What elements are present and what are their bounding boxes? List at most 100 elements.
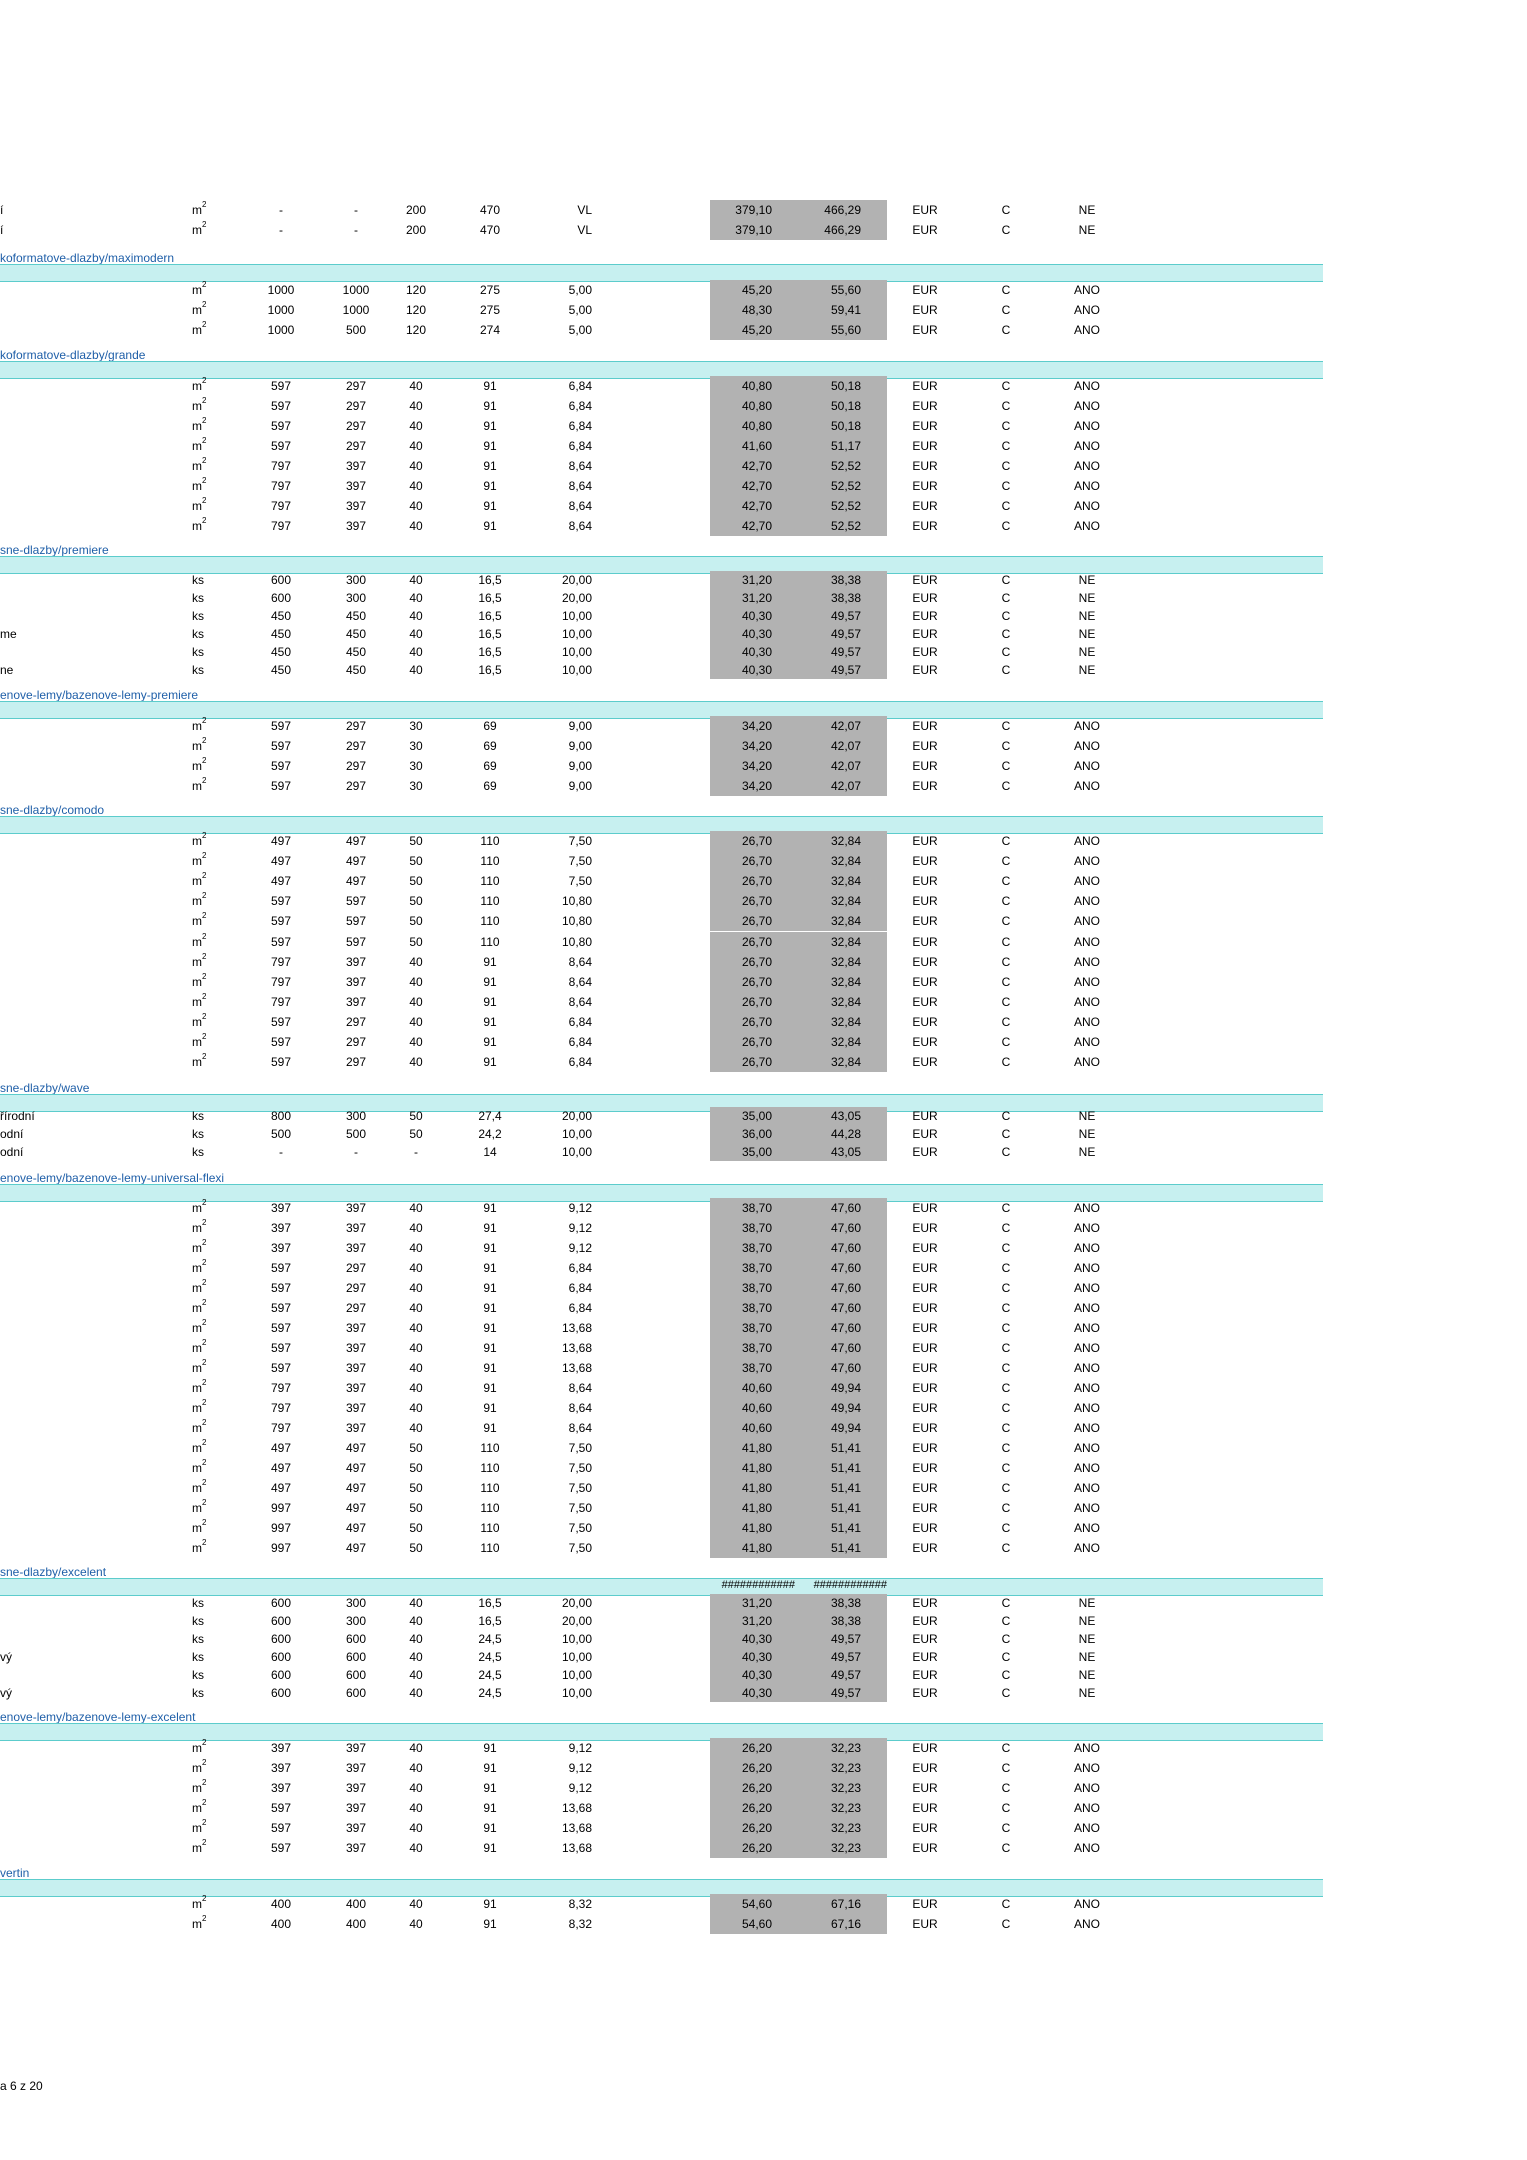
width-cell: 597 (345, 935, 367, 949)
product-link[interactable]: enove-lemy/bazenove-lemy-excelent (0, 1710, 196, 1724)
class-cell: C (1001, 609, 1011, 623)
section-separator (0, 1879, 1323, 1897)
length-cell: 597 (270, 1261, 292, 1275)
thickness-cell: 50 (409, 854, 423, 868)
price-without-vat-cell: 42,70 (741, 479, 772, 493)
quantity-cell: 6,84 (568, 1261, 592, 1275)
unit-cell: ks (192, 1650, 204, 1664)
class-cell: C (1001, 1668, 1011, 1682)
length-cell: 600 (270, 1650, 292, 1664)
class-cell: C (1001, 573, 1011, 587)
product-link[interactable]: enove-lemy/bazenove-lemy-universal-flexi (0, 1171, 225, 1185)
currency-cell: EUR (912, 1361, 938, 1375)
weight-cell: 91 (483, 459, 497, 473)
product-link[interactable]: sne-dlazby/wave (0, 1081, 90, 1095)
price-without-vat-cell: 40,80 (741, 379, 772, 393)
price-highlight (710, 1298, 887, 1318)
availability-cell: ANO (1073, 1221, 1101, 1235)
length-cell: 597 (270, 739, 292, 753)
unit-cell: m2 (192, 201, 206, 219)
product-link[interactable]: vertin (0, 1866, 30, 1880)
weight-cell: 69 (483, 739, 497, 753)
price-without-vat-cell: 26,70 (741, 834, 772, 848)
quantity-cell: 9,12 (568, 1781, 592, 1795)
availability-cell: ANO (1073, 1441, 1101, 1455)
currency-cell: EUR (912, 1241, 938, 1255)
quantity-cell: 8,64 (568, 479, 592, 493)
width-cell: 397 (345, 1841, 367, 1855)
weight-cell: 110 (480, 1501, 500, 1515)
price-without-vat-cell: 34,20 (741, 739, 772, 753)
currency-cell: EUR (912, 1035, 938, 1049)
product-link[interactable]: koformatove-dlazby/grande (0, 348, 146, 362)
price-with-vat-cell: 51,41 (830, 1501, 861, 1515)
price-without-vat-cell: 26,70 (741, 935, 772, 949)
unit-exponent: 2 (202, 376, 207, 385)
thickness-cell: 40 (409, 591, 423, 605)
length-cell: 797 (270, 519, 292, 533)
page-number: a 6 z 20 (0, 2079, 43, 2093)
weight-cell: 110 (480, 1541, 500, 1555)
price-highlight (710, 831, 887, 851)
unit-base: m (192, 759, 202, 773)
price-highlight (710, 756, 887, 776)
price-highlight (710, 911, 887, 931)
length-cell: 597 (270, 1341, 292, 1355)
price-highlight (710, 1052, 887, 1072)
width-cell: 397 (345, 1241, 367, 1255)
weight-cell: 24,5 (478, 1650, 502, 1664)
length-cell: 450 (270, 645, 292, 659)
width-cell: 397 (345, 1761, 367, 1775)
class-cell: C (1001, 1127, 1011, 1141)
class-cell: C (1001, 935, 1011, 949)
unit-exponent: 2 (202, 1198, 207, 1207)
availability-cell: ANO (1073, 1035, 1101, 1049)
price-highlight (710, 1438, 887, 1458)
quantity-cell: 10,00 (561, 1686, 592, 1700)
unit-base: m (192, 1201, 202, 1215)
thickness-cell: 120 (405, 303, 427, 317)
currency-cell: EUR (912, 834, 938, 848)
length-cell: 597 (270, 914, 292, 928)
section-separator (0, 701, 1323, 719)
price-without-vat-cell: 38,70 (741, 1241, 772, 1255)
unit-exponent: 2 (202, 1478, 207, 1487)
unit-exponent: 2 (202, 1538, 207, 1547)
length-cell: 597 (270, 379, 292, 393)
product-link[interactable]: sne-dlazby/premiere (0, 543, 109, 557)
product-link[interactable]: enove-lemy/bazenove-lemy-premiere (0, 688, 199, 702)
length-cell: 450 (270, 609, 292, 623)
product-link[interactable]: sne-dlazby/excelent (0, 1565, 107, 1579)
thickness-cell: 40 (409, 439, 423, 453)
product-link[interactable]: sne-dlazby/comodo (0, 803, 105, 817)
width-cell: 397 (345, 995, 367, 1009)
unit-exponent: 2 (202, 911, 207, 920)
price-with-vat-cell: 32,23 (830, 1741, 861, 1755)
unit-base: m (192, 1741, 202, 1755)
price-without-vat-cell: 26,70 (741, 894, 772, 908)
availability-cell: ANO (1073, 779, 1101, 793)
product-link[interactable]: koformatove-dlazby/maximodern (0, 251, 175, 265)
thickness-cell: 120 (405, 283, 427, 297)
price-highlight (710, 1358, 887, 1378)
weight-cell: 110 (480, 914, 500, 928)
quantity-cell: 9,12 (568, 1761, 592, 1775)
unit-exponent: 2 (202, 891, 207, 900)
price-with-vat-cell: 55,60 (830, 283, 861, 297)
unit-cell: m2 (192, 1219, 206, 1237)
availability-cell: ANO (1073, 1321, 1101, 1335)
width-cell: 397 (345, 1421, 367, 1435)
currency-cell: EUR (912, 1821, 938, 1835)
quantity-cell: 8,64 (568, 1401, 592, 1415)
overflow-marker: ############ (813, 1579, 887, 1591)
availability-cell: ANO (1073, 379, 1101, 393)
quantity-cell: 9,00 (568, 779, 592, 793)
unit-base: m (192, 323, 202, 337)
unit-exponent: 2 (202, 1894, 207, 1903)
price-without-vat-cell: 379,10 (735, 203, 772, 217)
availability-cell: ANO (1073, 1301, 1101, 1315)
